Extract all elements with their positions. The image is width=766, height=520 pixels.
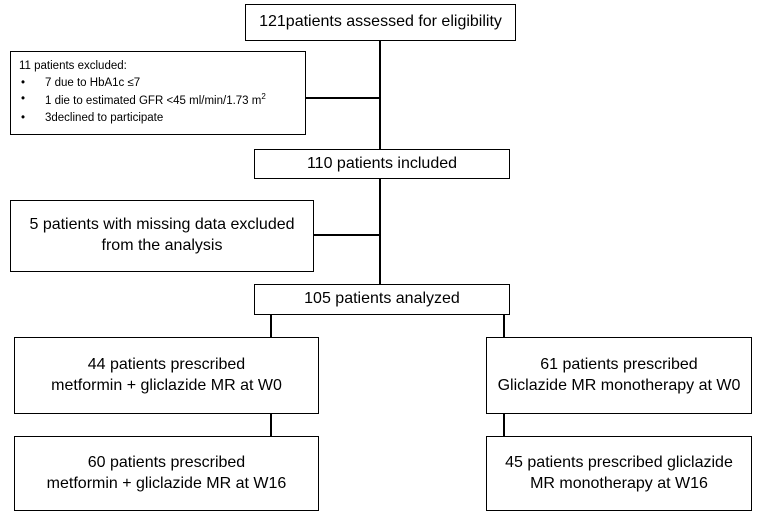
excluded-item: 7 due to HbA1c ≤7 bbox=[19, 75, 297, 92]
combo-w16-text: 60 patients prescribed metformin + glicl… bbox=[46, 453, 287, 492]
analyzed-box: 105 patients analyzed bbox=[254, 284, 510, 315]
combo-w0-to-w16-line bbox=[270, 413, 272, 437]
excluded-heading: 11 patients excluded: bbox=[19, 60, 127, 72]
combo-w0-box: 44 patients prescribed metformin + glicl… bbox=[14, 337, 319, 414]
combo-w16-box: 60 patients prescribed metformin + glicl… bbox=[14, 436, 319, 511]
assessed-box: 121patients assessed for eligibility bbox=[245, 4, 516, 41]
missing-data-text: 5 patients with missing data excluded fr… bbox=[29, 216, 295, 254]
excluded-list: 7 due to HbA1c ≤7 1 die to estimated GFR… bbox=[19, 75, 297, 127]
excluded-box: 11 patients excluded: 7 due to HbA1c ≤7 … bbox=[10, 51, 306, 135]
superscript-2: 2 bbox=[261, 92, 266, 102]
combo-w0-text: 44 patients prescribed metformin + glicl… bbox=[51, 355, 282, 394]
mono-w16-text: 45 patients prescribed gliclazide MR mon… bbox=[505, 453, 733, 492]
mono-w0-to-w16-line bbox=[503, 413, 505, 437]
analyzed-text: 105 patients analyzed bbox=[304, 290, 460, 308]
combo-drop-line bbox=[270, 314, 272, 338]
missing-data-box: 5 patients with missing data excluded fr… bbox=[10, 200, 314, 272]
excluded-item: 3declined to participate bbox=[19, 110, 297, 127]
excluded-item: 1 die to estimated GFR <45 ml/min/1.73 m… bbox=[19, 91, 297, 110]
excluded-branch-line bbox=[305, 97, 381, 99]
mono-w0-box: 61 patients prescribed Gliclazide MR mon… bbox=[486, 337, 752, 414]
included-text: 110 patients included bbox=[306, 154, 458, 172]
missing-branch-line bbox=[313, 234, 381, 236]
assessed-text: 121patients assessed for eligibility bbox=[259, 13, 502, 31]
mono-drop-line bbox=[503, 314, 505, 338]
mono-w0-text: 61 patients prescribed Gliclazide MR mon… bbox=[497, 355, 741, 394]
mono-w16-box: 45 patients prescribed gliclazide MR mon… bbox=[486, 436, 752, 511]
included-box: 110 patients included bbox=[254, 149, 510, 179]
